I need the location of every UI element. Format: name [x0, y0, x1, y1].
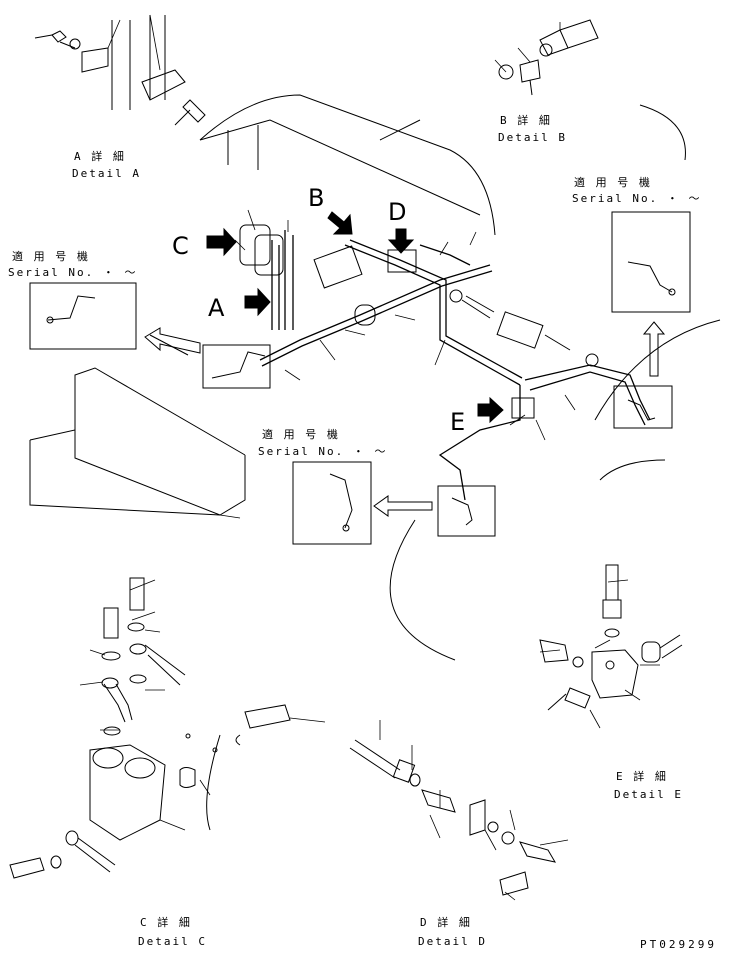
callout-b: B [308, 184, 325, 212]
detail-e-en: Detail E [614, 788, 683, 801]
detail-b-jp: B 詳 細 [500, 114, 552, 127]
detail-a-parts [34, 15, 206, 126]
valve-block [239, 224, 599, 419]
detail-d-en: Detail D [418, 935, 487, 948]
arc-2 [594, 319, 721, 421]
serial-left-jp: 適 用 号 機 [12, 250, 90, 263]
hollow-arrow-center-icon [373, 495, 433, 517]
detail-d-jp: D 詳 細 [420, 916, 472, 929]
arrow-b-icon [327, 211, 353, 235]
detail-a-jp: A 詳 細 [74, 150, 126, 163]
detail-c-jp: C 詳 細 [140, 916, 192, 929]
serial-box-center [292, 461, 372, 545]
serial-center-jp: 適 用 号 機 [262, 428, 340, 441]
hollow-arrow-up-icon [642, 321, 666, 377]
drawing-code: PT029299 [640, 938, 717, 951]
callout-d: D [388, 198, 407, 226]
leader-lines [79, 14, 660, 901]
serial-center-en: Serial No. ・ ～ [258, 445, 388, 458]
serial-right-jp: 適 用 号 機 [574, 176, 652, 189]
serial-left-en: Serial No. ・ ～ [8, 266, 138, 279]
hollow-arrows [144, 321, 666, 517]
detail-d-parts [349, 739, 557, 896]
arrow-e-icon [477, 396, 504, 424]
detail-box-right [613, 385, 673, 429]
arc-3 [639, 104, 686, 161]
cab-outline [199, 94, 496, 236]
block-outline [29, 367, 246, 516]
serial-box-right [611, 211, 691, 313]
detail-e-parts [539, 564, 683, 711]
arrow-c-icon [206, 227, 237, 257]
detail-box-a [202, 344, 271, 389]
callout-arrows [206, 211, 504, 424]
detail-b-parts [498, 19, 599, 96]
detail-box-center [437, 485, 496, 537]
detail-e-jp: E 詳 細 [616, 770, 668, 783]
detail-c-parts [9, 577, 291, 879]
serial-right-en: Serial No. ・ ～ [572, 192, 702, 205]
callout-e: E [450, 408, 466, 436]
callout-c: C [172, 232, 189, 260]
arc-4 [599, 459, 666, 481]
piping-main [259, 230, 651, 501]
arrow-d-icon [387, 228, 415, 254]
arrow-a-icon [244, 287, 271, 317]
hollow-arrow-left-icon [144, 327, 201, 354]
callout-a: A [208, 294, 225, 322]
arc-1 [389, 519, 456, 661]
detail-c-en: Detail C [138, 935, 207, 948]
detail-b-en: Detail B [498, 131, 567, 144]
detail-a-en: Detail A [72, 167, 141, 180]
serial-box-left [29, 282, 189, 356]
